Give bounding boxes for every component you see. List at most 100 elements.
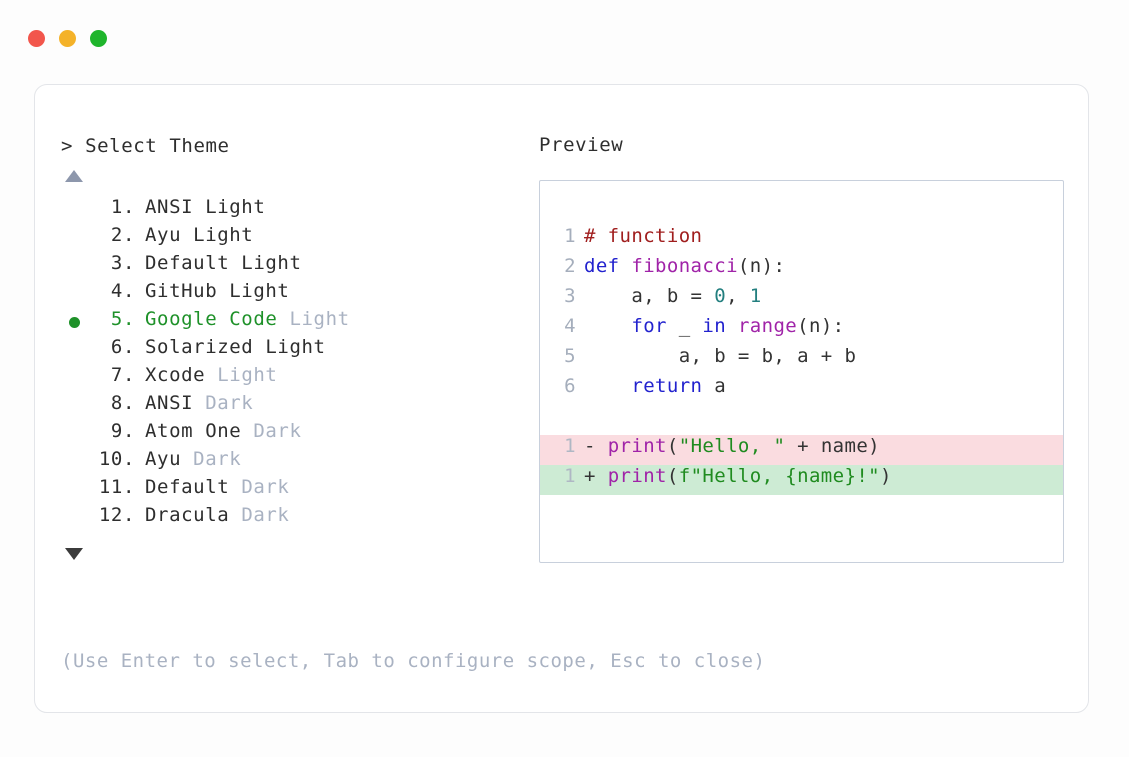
code-line-content: return a (584, 375, 726, 397)
line-number: 4 (564, 315, 576, 337)
theme-name-text: ANSI Light (145, 196, 266, 218)
theme-list-item[interactable]: 1. ANSI Light (61, 196, 531, 224)
code-token-plain: ) (880, 465, 892, 487)
theme-name-text: Default Light (145, 252, 302, 274)
code-line-content: for _ in range(n): (584, 315, 845, 337)
line-number: 3 (564, 285, 576, 307)
traffic-light-group (28, 29, 107, 47)
theme-index: 12. (98, 504, 135, 526)
theme-name-text: GitHub Light (145, 280, 290, 302)
code-line-content: - print("Hello, " + name) (584, 435, 880, 457)
diff-line-removed: 1 - print("Hello, " + name) (540, 435, 1063, 465)
theme-index: 8. (110, 392, 135, 414)
code-line: 4 for _ in range(n): (540, 315, 1063, 345)
code-token-keyword: def (584, 255, 632, 277)
code-token-keyword: for (631, 315, 667, 337)
theme-name-text: Dracula (145, 504, 230, 526)
theme-name: Google Code Light (135, 308, 350, 330)
keyboard-hint: (Use Enter to select, Tab to configure s… (61, 650, 766, 672)
theme-name: Solarized Light (135, 336, 326, 358)
theme-name-text: Google Code (145, 308, 278, 330)
theme-list-item[interactable]: 4. GitHub Light (61, 280, 531, 308)
code-token-func: range (737, 315, 798, 337)
theme-list-item[interactable]: 8. ANSI Dark (61, 392, 531, 420)
code-token-plain (584, 375, 631, 397)
scroll-down-icon[interactable] (65, 548, 83, 560)
theme-list-item-selected[interactable]: 5. Google Code Light (61, 308, 531, 336)
theme-index: 10. (98, 448, 135, 470)
minimize-window-button[interactable] (59, 29, 76, 47)
code-spacer (540, 405, 1063, 435)
theme-name: Ayu Dark (135, 448, 241, 470)
code-token-plain: (n): (737, 255, 786, 277)
theme-variant: Dark (241, 420, 302, 442)
theme-index: 6. (110, 336, 135, 358)
theme-name-text: Solarized Light (145, 336, 326, 358)
line-number: 2 (564, 255, 576, 277)
theme-list-item[interactable]: 3. Default Light (61, 252, 531, 280)
theme-name-text: Xcode (145, 364, 206, 386)
code-token-keyword: in (702, 315, 727, 337)
diff-sign: + (584, 465, 608, 487)
code-line: 5 a, b = b, a + b (540, 345, 1063, 375)
code-token-func: print (607, 465, 667, 487)
code-token-plain: + name) (785, 435, 881, 457)
theme-name: Atom One Dark (135, 420, 302, 442)
theme-list-item[interactable]: 2. Ayu Light (61, 224, 531, 252)
theme-index: 1. (110, 196, 135, 218)
theme-list-item[interactable]: 11. Default Dark (61, 476, 531, 504)
line-number: 1 (564, 225, 576, 247)
theme-name-text: Default (145, 476, 230, 498)
line-number: 1 (564, 435, 576, 457)
diff-block: 1 - print("Hello, " + name) 1+ print(f"Hel… (540, 435, 1063, 495)
code-token-plain (584, 315, 631, 337)
theme-index: 4. (110, 280, 135, 302)
code-token-plain (726, 315, 738, 337)
code-token-plain: (n): (797, 315, 845, 337)
theme-list-item[interactable]: 10. Ayu Dark (61, 448, 531, 476)
code-token-func: fibonacci (631, 255, 738, 277)
theme-list-item[interactable]: 9. Atom One Dark (61, 420, 531, 448)
theme-index: 11. (98, 476, 135, 498)
close-window-button[interactable] (28, 29, 45, 47)
theme-list-item[interactable]: 6. Solarized Light (61, 336, 531, 364)
preview-title: Preview (539, 134, 624, 156)
code-line-content: a, b = b, a + b (584, 345, 856, 367)
code-token-plain: a, b = b, a + b (584, 345, 857, 367)
page-title: Select Theme (85, 135, 230, 157)
code-token-plain: ( (666, 465, 679, 487)
code-line-content: + print(f"Hello, {name}!") (584, 465, 892, 487)
theme-list-item[interactable]: 12. Dracula Dark (61, 504, 531, 532)
code-token-string: f"Hello, {name}!" (678, 465, 880, 487)
theme-index: 9. (110, 420, 135, 442)
maximize-window-button[interactable] (90, 29, 107, 47)
theme-name-text: ANSI (145, 392, 194, 414)
theme-variant: Dark (181, 448, 242, 470)
theme-list-item[interactable]: 7. Xcode Light (61, 364, 531, 392)
theme-variant: Dark (193, 392, 254, 414)
theme-index: 2. (110, 224, 135, 246)
theme-index: 3. (110, 252, 135, 274)
theme-name: Default Dark (135, 476, 289, 498)
theme-variant: Dark (229, 504, 290, 526)
prompt-header: > Select Theme (61, 134, 531, 158)
code-token-plain: a (702, 375, 727, 397)
theme-name-text: Atom One (145, 420, 242, 442)
theme-variant: Light (277, 308, 350, 330)
diff-sign: - (584, 435, 608, 457)
diff-line-added: 1+ print(f"Hello, {name}!") (540, 465, 1063, 495)
theme-index: 7. (110, 364, 135, 386)
code-token-func: print (607, 435, 667, 457)
theme-name: Xcode Light (135, 364, 277, 386)
theme-picker-panel: > Select Theme 1. ANSI Light 2. Ayu Ligh… (61, 134, 531, 560)
theme-name: Default Light (135, 252, 302, 274)
code-token-plain: , (726, 285, 750, 307)
theme-name-text: Ayu Light (145, 224, 254, 246)
code-token-plain: _ (666, 315, 703, 337)
scroll-up-icon[interactable] (65, 170, 83, 182)
code-line-content: def fibonacci(n): (584, 255, 785, 277)
theme-name: GitHub Light (135, 280, 289, 302)
